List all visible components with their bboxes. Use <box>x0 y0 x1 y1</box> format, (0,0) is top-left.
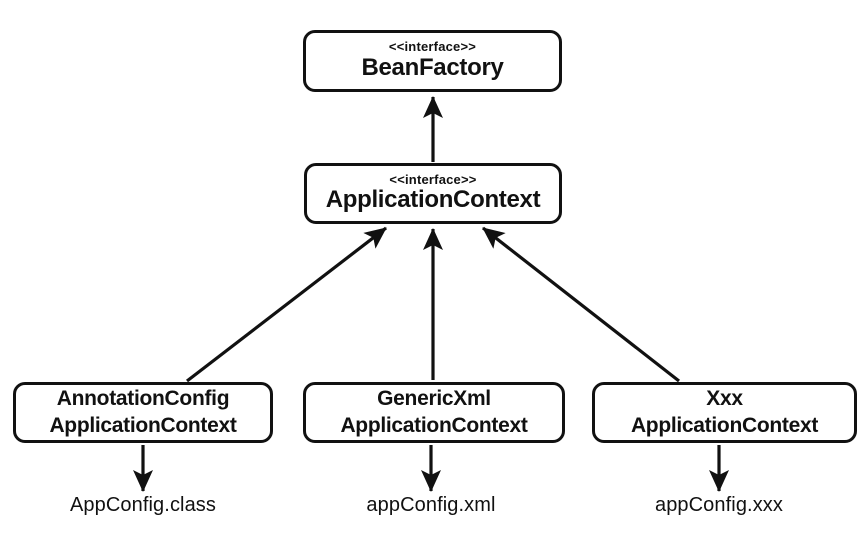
annotationconfig-class-name-line2: ApplicationContext <box>49 413 237 437</box>
artifact-label-appconfig-xxx: appConfig.xxx <box>654 494 784 516</box>
beanfactory-stereotype-label: <<interface>> <box>388 39 477 55</box>
node-applicationcontext: <<interface>> ApplicationContext <box>304 163 562 224</box>
applicationcontext-stereotype-label: <<interface>> <box>389 171 477 187</box>
genericxml-class-name-line1: GenericXml <box>377 387 491 411</box>
node-annotationconfig-applicationcontext: AnnotationConfig ApplicationContext <box>13 382 273 443</box>
inheritance-arrow-xxx-to-applicationcontext <box>482 226 680 383</box>
xxx-class-name-line1: Xxx <box>706 387 743 411</box>
node-genericxml-applicationcontext: GenericXml ApplicationContext <box>303 382 565 443</box>
applicationcontext-class-name: ApplicationContext <box>325 186 541 214</box>
artifact-label-appconfig-class: AppConfig.class <box>69 494 217 516</box>
node-xxx-applicationcontext: Xxx ApplicationContext <box>592 382 857 443</box>
annotationconfig-class-name-line1: AnnotationConfig <box>56 387 230 411</box>
inheritance-arrow-annotationconfig-to-applicationcontext <box>186 226 387 383</box>
node-beanfactory: <<interface>> BeanFactory <box>303 30 562 92</box>
xxx-class-name-line2: ApplicationContext <box>630 413 819 437</box>
genericxml-class-name-line2: ApplicationContext <box>340 413 528 437</box>
artifact-label-appconfig-xml: appConfig.xml <box>366 494 496 516</box>
beanfactory-class-name: BeanFactory <box>361 53 504 81</box>
